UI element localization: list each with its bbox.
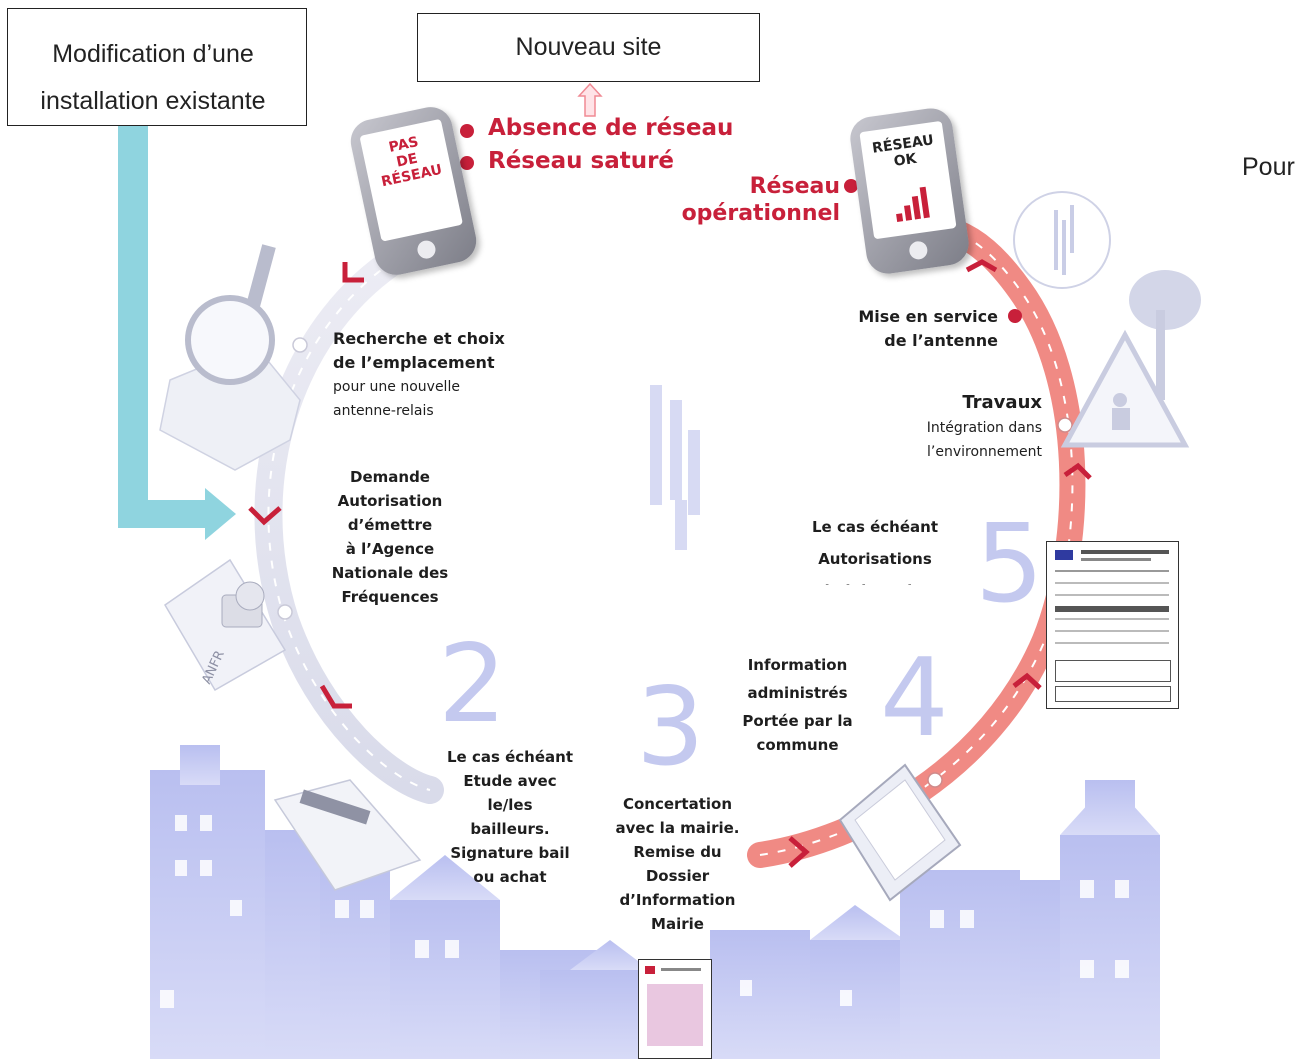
step-line: administratives [800, 575, 950, 585]
new-site-box: Nouveau site [417, 13, 760, 82]
step-line: Mise en service [858, 307, 998, 326]
step-title-line: de l’emplacement [333, 353, 495, 372]
step-line: Etude avec [463, 772, 557, 790]
step-line: commune [756, 736, 839, 754]
step-number-4: 4 [880, 636, 949, 761]
signal-bars-icon [896, 186, 930, 223]
step-line: Dossier [645, 867, 710, 885]
step-mise-en-service: Mise en service de l’antenne [840, 305, 998, 353]
step-line: Demande [350, 468, 430, 486]
step-line: à l’Agence [345, 540, 435, 558]
step-title-line: Travaux [962, 392, 1042, 413]
step-title-line: Recherche et choix [333, 329, 505, 348]
existing-installation-box: Modification d’une installation existant… [7, 8, 307, 126]
step-line: Concertation [622, 795, 733, 813]
step-recherche: Recherche et choix de l’emplacement pour… [333, 327, 563, 423]
step-text-line: pour une nouvelle [333, 379, 460, 395]
step-line: Portée par la [742, 712, 853, 730]
step-line: Autorisation [337, 492, 443, 510]
step-line: avec la mairie. [615, 819, 740, 837]
authorization-form-document-icon [1046, 541, 1179, 709]
step-information: Information administrés Portée par la co… [725, 651, 870, 759]
step-line: Fréquences [341, 588, 439, 606]
step-travaux: Travaux Intégration dans l’environnement [880, 390, 1042, 464]
state-no-network: Absence de réseau [488, 115, 734, 141]
step-text-line: Intégration dans [926, 420, 1042, 436]
step-line: d’émettre [347, 516, 433, 534]
step-demande: Demande Autorisation d’émettre à l’Agenc… [315, 465, 465, 609]
step-number-3: 3 [636, 665, 705, 790]
step-line: le/les [487, 796, 533, 814]
step-line: bailleurs. [470, 820, 550, 838]
step-line: ou achat [473, 868, 547, 886]
step-line: Signature bail [450, 844, 570, 862]
state-operational-line: Réseau [749, 174, 840, 199]
step-text-line: l’environnement [927, 444, 1042, 460]
step-line: Mairie [651, 915, 704, 933]
step-line: administrés [747, 684, 848, 702]
step-text-line: antenne-relais [333, 403, 434, 419]
existing-installation-line1: Modification d’une installation existant… [40, 40, 266, 115]
step-bail: Le cas échéant Etude avec le/les bailleu… [435, 745, 585, 889]
step-number-2: 2 [438, 622, 507, 747]
step-line: Information [747, 656, 848, 674]
step-line: Le cas échéant [446, 748, 573, 766]
step-autorisations: Le cas échéant Autorisations administrat… [800, 511, 950, 585]
step-concertation: Concertation avec la mairie. Remise du D… [595, 792, 760, 936]
step-line: Autorisations [818, 550, 932, 568]
step-line: Nationale des [331, 564, 449, 582]
step-number-5: 5 [975, 502, 1044, 627]
new-site-label: Nouveau site [515, 33, 662, 61]
step-line: de l’antenne [884, 331, 998, 350]
phone-network-ok-icon: RÉSEAU OK [847, 105, 972, 277]
step-line: Le cas échéant [811, 518, 938, 536]
step-line: d’Information [619, 891, 736, 909]
state-saturated: Réseau saturé [488, 148, 675, 174]
state-operational: Réseau opérationnel [660, 173, 840, 227]
side-text: Pour [1242, 153, 1295, 181]
state-operational-line: opérationnel [681, 201, 840, 226]
step-line: Remise du [633, 843, 722, 861]
information-dossier-document-icon [638, 959, 712, 1059]
